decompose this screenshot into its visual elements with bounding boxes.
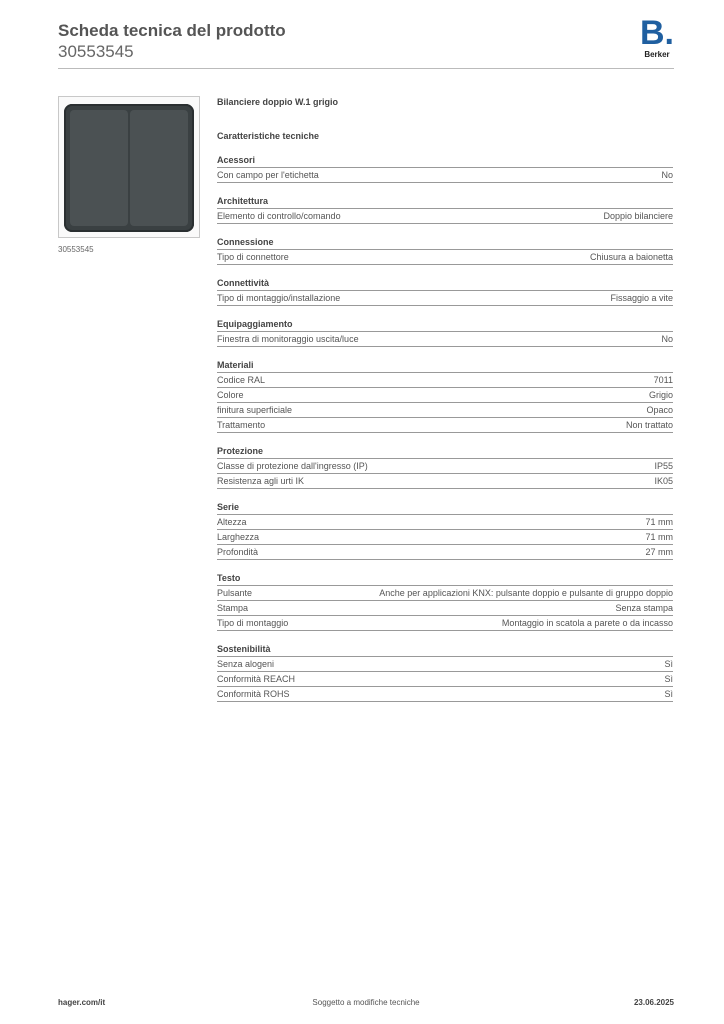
spec-label: Senza alogeni (217, 659, 275, 669)
spec-value: 71 mm (645, 532, 673, 542)
spec-row: Trattamento Non trattato (217, 418, 673, 433)
spec-row: Larghezza 71 mm (217, 530, 673, 545)
footer-website: hager.com/it (58, 998, 106, 1007)
spec-row: Stampa Senza stampa (217, 601, 673, 616)
spec-row: Colore Grigio (217, 388, 673, 403)
spec-label: Stampa (217, 603, 249, 613)
spec-value: Opaco (646, 405, 673, 415)
spec-value: Doppio bilanciere (603, 211, 673, 221)
section-title: Architettura (217, 195, 673, 209)
berker-logo: B. Berker (640, 16, 674, 60)
spec-value: Montaggio in scatola a parete o da incas… (501, 618, 673, 628)
spec-row: Senza alogeni Sì (217, 657, 673, 672)
spec-row: Tipo di connettore Chiusura a baionetta (217, 250, 673, 265)
spec-content: Bilanciere doppio W.1 grigio Caratterist… (217, 96, 673, 714)
page-title: Scheda tecnica del prodotto (58, 21, 286, 40)
page-header: Scheda tecnica del prodotto 30553545 B. … (58, 16, 674, 70)
spec-row: Classe di protezione dall'ingresso (IP) I… (217, 459, 673, 474)
spec-value: No (661, 334, 673, 344)
section-title: Materiali (217, 359, 673, 373)
spec-value: Sì (664, 674, 673, 684)
spec-value: Chiusura a baionetta (589, 252, 673, 262)
spec-label: Elemento di controllo/comando (217, 211, 341, 221)
spec-value: 71 mm (645, 517, 673, 527)
switch-frame (64, 104, 194, 232)
spec-label: Codice RAL (217, 375, 266, 385)
product-image (58, 96, 200, 238)
spec-label: Resistenza agli urti IK (217, 476, 305, 486)
section-title: Testo (217, 572, 673, 586)
spec-row: Tipo di montaggio/installazione Fissaggio… (217, 291, 673, 306)
rocker-left (70, 110, 128, 226)
spec-label: Con campo per l'etichetta (217, 170, 319, 180)
spec-value: No (661, 170, 673, 180)
spec-value: Anche per applicazioni KNX: pulsante dop… (379, 588, 673, 598)
spec-label: Tipo di connettore (217, 252, 289, 262)
spec-row: Conformità REACH Sì (217, 672, 673, 687)
logo-mark: B. (640, 14, 674, 52)
section-title: Sostenibilità (217, 643, 673, 657)
spec-row: Profondità 27 mm (217, 545, 673, 560)
spec-value: 27 mm (645, 547, 673, 557)
spec-row: Elemento di controllo/comando Doppio bila… (217, 209, 673, 224)
spec-value: Sì (664, 659, 673, 669)
spec-label: Trattamento (217, 420, 266, 430)
header-divider (58, 68, 674, 69)
spec-label: Classe di protezione dall'ingresso (IP) (217, 461, 368, 471)
section-title: Equipaggiamento (217, 318, 673, 332)
spec-label: finitura superficiale (217, 405, 293, 415)
logo-text: Berker (644, 50, 670, 59)
section-title: Protezione (217, 445, 673, 459)
spec-row: Altezza 71 mm (217, 515, 673, 530)
spec-row: Con campo per l'etichetta No (217, 168, 673, 183)
spec-label: Tipo di montaggio (217, 618, 289, 628)
specs-heading: Caratteristiche tecniche (217, 131, 320, 141)
spec-value: Grigio (648, 390, 673, 400)
spec-row: Pulsante Anche per applicazioni KNX: puls… (217, 586, 673, 601)
spec-row: Resistenza agli urti IK IK05 (217, 474, 673, 489)
spec-label: Tipo di montaggio/installazione (217, 293, 341, 303)
footer-date: 23.06.2025 (633, 998, 674, 1007)
spec-value: Sì (664, 689, 673, 699)
image-caption: 30553545 (58, 245, 94, 254)
section-title: Serie (217, 501, 673, 515)
spec-label: Conformità REACH (217, 674, 296, 684)
spec-row: finitura superficiale Opaco (217, 403, 673, 418)
product-number: 30553545 (58, 42, 134, 61)
spec-value: IP55 (654, 461, 673, 471)
spec-label: Finestra di monitoraggio uscita/luce (217, 334, 359, 344)
spec-value: 7011 (653, 375, 673, 385)
spec-row: Tipo di montaggio Montaggio in scatola a … (217, 616, 673, 631)
spec-value: Senza stampa (615, 603, 673, 613)
section-title: Connettività (217, 277, 673, 291)
footer-note: Soggetto a modifiche tecniche (312, 998, 420, 1007)
spec-label: Colore (217, 390, 244, 400)
rocker-right (130, 110, 188, 226)
section-title: Connessione (217, 236, 673, 250)
spec-label: Altezza (217, 517, 247, 527)
spec-row: Codice RAL 7011 (217, 373, 673, 388)
spec-value: Fissaggio a vite (610, 293, 673, 303)
spec-value: IK05 (654, 476, 673, 486)
spec-label: Conformità ROHS (217, 689, 290, 699)
spec-row: Conformità ROHS Sì (217, 687, 673, 702)
product-name: Bilanciere doppio W.1 grigio (217, 97, 339, 107)
spec-value: Non trattato (625, 420, 673, 430)
spec-label: Profondità (217, 547, 259, 557)
spec-label: Larghezza (217, 532, 260, 542)
section-title: Acessori (217, 154, 673, 168)
spec-label: Pulsante (217, 588, 253, 598)
spec-row: Finestra di monitoraggio uscita/luce No (217, 332, 673, 347)
